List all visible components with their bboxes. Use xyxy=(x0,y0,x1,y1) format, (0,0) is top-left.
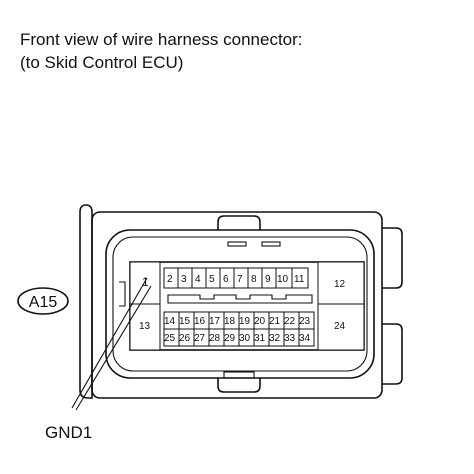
pin-label-32: 32 xyxy=(269,333,281,344)
pin-row-top: 2 3 4 5 6 7 8 9 10 11 xyxy=(163,267,309,289)
caption-line-1: Front view of wire harness connector: xyxy=(20,30,303,49)
pin-label-2: 2 xyxy=(167,274,173,285)
pin-label-9: 9 xyxy=(265,274,271,285)
pin-label-23: 23 xyxy=(299,316,311,327)
pin-cell-34 xyxy=(298,328,315,347)
pin-label-20: 20 xyxy=(254,316,266,327)
pin-label-19: 19 xyxy=(239,316,251,327)
pin-row-middle: 14 15 16 17 18 19 20 21 22 23 xyxy=(163,311,315,330)
pin-label-26: 26 xyxy=(179,333,191,344)
pin-label-12: 12 xyxy=(334,279,346,290)
pin-label-18: 18 xyxy=(224,316,236,327)
pin-cell-24 xyxy=(317,303,365,351)
pin-label-30: 30 xyxy=(239,333,251,344)
connector-code-badge: A15 xyxy=(17,287,69,315)
pin-label-27: 27 xyxy=(194,333,206,344)
pin-block: 1 13 2 3 4 5 6 7 8 9 10 11 xyxy=(129,261,365,351)
pin-label-7: 7 xyxy=(237,274,243,285)
pin-label-24: 24 xyxy=(334,321,346,332)
pin-cell-11 xyxy=(291,267,309,289)
pin-label-29: 29 xyxy=(224,333,236,344)
pin-label-4: 4 xyxy=(195,274,201,285)
pin-label-28: 28 xyxy=(209,333,221,344)
gnd1-leader-lines xyxy=(71,277,152,411)
pin-label-3: 3 xyxy=(181,274,187,285)
connector-code-label: A15 xyxy=(29,294,58,311)
pin-label-31: 31 xyxy=(254,333,266,344)
pin-label-25: 25 xyxy=(164,333,176,344)
pin-label-22: 22 xyxy=(284,316,296,327)
pin-label-13: 13 xyxy=(139,321,151,332)
pin-label-17: 17 xyxy=(209,316,221,327)
pin-label-14: 14 xyxy=(164,316,176,327)
pin-label-33: 33 xyxy=(284,333,296,344)
pin-label-34: 34 xyxy=(299,333,311,344)
pin-label-1: 1 xyxy=(142,275,149,289)
pin-label-11: 11 xyxy=(294,274,305,285)
pin-label-5: 5 xyxy=(209,274,215,285)
pin-label-6: 6 xyxy=(223,274,229,285)
gnd1-callout-label: GND1 xyxy=(45,423,92,442)
pin-label-15: 15 xyxy=(179,316,191,327)
pin-cell-12 xyxy=(317,261,365,305)
pin-label-10: 10 xyxy=(277,274,289,285)
connector-housing xyxy=(79,204,403,399)
pin-row-bottom: 25 26 27 28 29 30 31 32 33 34 xyxy=(163,328,315,347)
caption-line-2: (to Skid Control ECU) xyxy=(20,53,184,72)
connector-lock-bar xyxy=(167,294,313,304)
pin-label-16: 16 xyxy=(194,316,206,327)
pin-label-8: 8 xyxy=(251,274,257,285)
pin-label-21: 21 xyxy=(269,316,281,327)
diagram-caption: Front view of wire harness connector: (t… xyxy=(20,28,303,74)
